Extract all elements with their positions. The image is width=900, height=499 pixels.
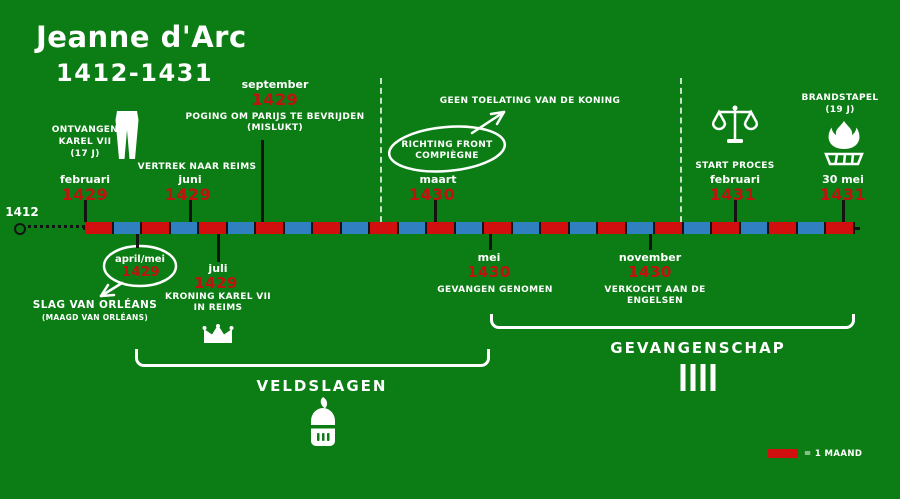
event-label-parijs: POGING OM PARIJS TE BEVRIJDEN: [185, 112, 365, 122]
month-segment: [284, 222, 314, 234]
event-year: 1429: [251, 90, 299, 109]
month-segment: [541, 222, 570, 234]
month-segment: [313, 222, 342, 234]
title-line2: 1412-1431: [56, 59, 214, 87]
month-segment: [512, 222, 542, 234]
event-label-verkocht: VERKOCHT AAN DE ENGELSEN: [604, 285, 706, 306]
tick-april-mei-1429: [136, 234, 139, 248]
event-year: 1429: [194, 274, 238, 292]
event-label-orleans-2: (MAAGD VAN ORLÉANS): [41, 313, 149, 322]
event-year: 1429: [121, 265, 161, 280]
tick-juni-1429: [189, 200, 192, 222]
event-year: 1429: [61, 185, 109, 204]
event-year: 1430: [467, 263, 511, 281]
compiegne-circle-annotation: [387, 125, 507, 173]
month-segment: [655, 222, 684, 234]
event-label-kroning: KRONING KAREL VII IN REIMS: [165, 292, 271, 313]
month-segment: [427, 222, 456, 234]
arrow-down-left-icon: [99, 281, 124, 298]
event-month: september: [241, 78, 309, 91]
tick-november-1430: [649, 234, 652, 250]
tick-30-mei-1431: [842, 200, 845, 222]
timeline-dotted-lead: [28, 225, 85, 228]
month-segment: [199, 222, 228, 234]
section-divider: [680, 78, 682, 232]
legend-label: = 1 MAAND: [804, 449, 863, 459]
captivity-section-label: GEVANGENSCHAP: [610, 339, 786, 357]
month-segment: [227, 222, 257, 234]
tick-september-1429: [261, 140, 264, 222]
month-segment: [683, 222, 713, 234]
month-segment: [370, 222, 399, 234]
event-label-vertrek: VERTREK NAAR REIMS: [137, 162, 257, 172]
title-line1: Jeanne d'Arc: [36, 20, 247, 54]
event-year: 1430: [408, 185, 456, 204]
month-segment: [341, 222, 371, 234]
knight-helmet-icon: [308, 397, 338, 446]
event-month: juni: [178, 173, 202, 186]
scales-icon: [712, 105, 758, 143]
captivity-bracket: [490, 314, 855, 329]
event-label-proces: START PROCES: [695, 161, 775, 171]
april-mei-circle-annotation: [102, 244, 178, 288]
tick-februari-1431: [734, 200, 737, 222]
battles-section-label: VELDSLAGEN: [256, 377, 388, 395]
month-segment: [712, 222, 741, 234]
month-segment: [740, 222, 770, 234]
month-segment: [826, 222, 855, 234]
prison-bars-icon: [680, 364, 716, 391]
tick-mei-1430: [489, 234, 492, 250]
event-month: maart: [419, 173, 457, 186]
event-year: 1430: [628, 263, 672, 281]
timeline-start-year: 1412: [5, 205, 39, 219]
month-segment: [484, 222, 513, 234]
month-segment: [626, 222, 656, 234]
section-divider: [380, 78, 382, 232]
event-month: juli: [208, 262, 228, 275]
timeline-month-bar: [85, 222, 855, 234]
legend-month-swatch: [768, 449, 798, 458]
event-month: 30 mei: [822, 173, 864, 186]
event-label-compiegne: RICHTING FRONT COMPIÈGNE: [401, 140, 493, 161]
arrow-up-right-icon: [470, 110, 506, 135]
month-segment: [769, 222, 798, 234]
event-month: februari: [60, 173, 110, 186]
event-annotation-geen-toelating: GEEN TOELATING VAN DE KONING: [439, 96, 621, 106]
month-segment: [142, 222, 171, 234]
event-label-parijs-2: (MISLUKT): [247, 123, 303, 133]
event-year: 1431: [709, 185, 757, 204]
month-segment: [85, 222, 114, 234]
event-label-ontvangen: ONTVANGEN KAREL VII (17 J): [51, 125, 119, 159]
event-month: april/mei: [115, 254, 165, 265]
crown-icon: [202, 324, 234, 343]
month-segment: [598, 222, 627, 234]
fire-icon: [824, 121, 864, 166]
page-title: Jeanne d'Arc 1412-1431: [36, 20, 247, 87]
month-segment: [170, 222, 200, 234]
event-month: mei: [477, 251, 501, 264]
tick-juli-1429: [217, 234, 220, 262]
timeline-start-marker: [14, 223, 26, 235]
month-segment: [455, 222, 485, 234]
event-month: november: [618, 251, 682, 264]
month-segment: [256, 222, 285, 234]
tick-maart-1430: [434, 200, 437, 222]
battles-bracket: [135, 349, 490, 367]
event-year: 1429: [164, 185, 212, 204]
event-month: februari: [710, 173, 760, 186]
month-segment: [797, 222, 827, 234]
pants-icon: [115, 111, 139, 159]
month-segment: [398, 222, 428, 234]
event-label-brandstapel: BRANDSTAPEL (19 J): [801, 93, 879, 115]
event-label-gevangen: GEVANGEN GENOMEN: [437, 285, 553, 295]
month-segment: [569, 222, 599, 234]
event-label-orleans: SLAG VAN ORLÉANS: [32, 299, 158, 311]
tick-februari-1429: [84, 200, 87, 222]
event-year: 1431: [819, 185, 867, 204]
month-segment: [113, 222, 143, 234]
